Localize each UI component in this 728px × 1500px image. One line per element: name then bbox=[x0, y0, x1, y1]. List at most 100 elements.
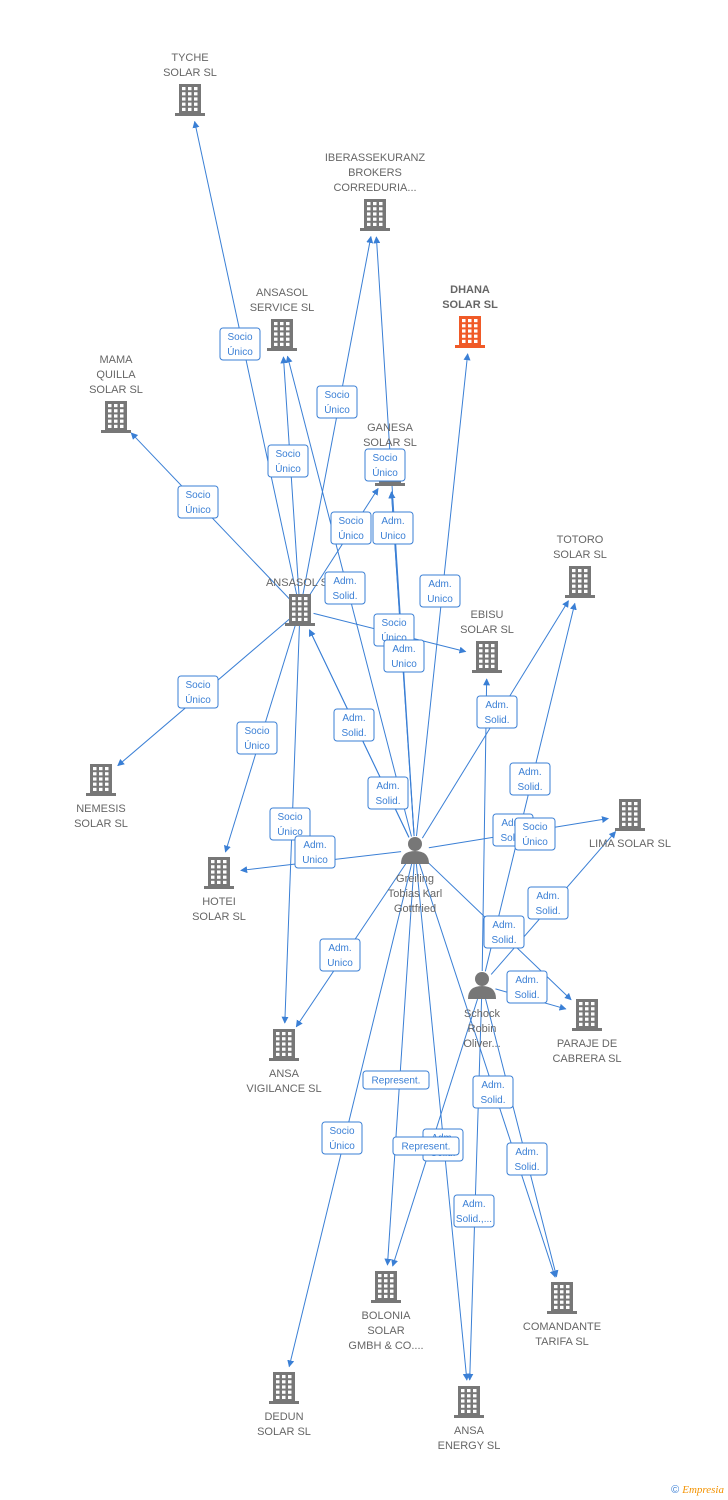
edge-label-text: Socio bbox=[338, 516, 363, 527]
edge-label-e10[interactable]: Adm.Unico bbox=[383, 639, 425, 673]
node-label-hotei: SOLAR SL bbox=[192, 911, 246, 923]
edge-label-text: Socio bbox=[185, 680, 210, 691]
edge-label-box bbox=[483, 915, 525, 949]
building-icon bbox=[565, 566, 595, 598]
edge-greiling-to-bolonia bbox=[384, 863, 415, 1266]
building-icon bbox=[572, 999, 602, 1031]
company-node-ansasol[interactable]: ANSASOL SL bbox=[266, 577, 334, 626]
edge-label-e8[interactable]: Adm.Solid. bbox=[324, 571, 366, 605]
edge-label-box bbox=[372, 511, 414, 545]
node-label-tyche: TYCHE bbox=[171, 52, 208, 64]
building-icon bbox=[267, 319, 297, 351]
edge-label-e7[interactable]: Adm.Unico bbox=[372, 511, 414, 545]
edge-label-box bbox=[527, 886, 569, 920]
edge-label-text: Solid. bbox=[491, 935, 516, 946]
edge-label-text: Adm. bbox=[515, 975, 538, 986]
node-label-dedun: SOLAR SL bbox=[257, 1426, 311, 1438]
company-node-iberassekuranz[interactable]: IBERASSEKURANZBROKERSCORREDURIA... bbox=[325, 152, 426, 231]
edge-label-e24[interactable]: Adm.Solid. bbox=[506, 970, 548, 1004]
edge-label-e9[interactable]: Adm.Unico bbox=[419, 574, 461, 608]
edge-label-text: Unico bbox=[391, 659, 417, 670]
edge-label-text: Socio bbox=[227, 332, 252, 343]
node-label-ansa-energy: ENERGY SL bbox=[438, 1440, 501, 1452]
node-label-dhana: SOLAR SL bbox=[442, 299, 498, 311]
edge-greiling-to-comandante bbox=[418, 863, 557, 1278]
edge-label-e20[interactable]: Adm.Solid. bbox=[527, 886, 569, 920]
edge-label-e25[interactable]: Adm. Unico bbox=[319, 938, 361, 972]
edge-label-text: Solid. bbox=[375, 796, 400, 807]
edge-label-box bbox=[453, 1194, 495, 1228]
edge-label-e32[interactable]: Adm.Solid. bbox=[506, 1142, 548, 1176]
edge-label-box bbox=[472, 1075, 514, 1109]
node-label-iberassekuranz: IBERASSEKURANZ bbox=[325, 152, 426, 164]
node-label-greiling: Tobias Karl bbox=[388, 888, 442, 900]
edge-label-box bbox=[294, 835, 336, 869]
edge-label-box bbox=[476, 695, 518, 729]
edge-label-text: Adm. bbox=[328, 943, 351, 954]
node-label-mama-quilla: MAMA bbox=[100, 354, 134, 366]
edge-label-text: Socio bbox=[381, 618, 406, 629]
node-label-comandante: TARIFA SL bbox=[535, 1336, 589, 1348]
person-node-schock[interactable]: SchockRobinOliver... bbox=[463, 972, 501, 1050]
edge-label-e29[interactable]: Adm.Solid. bbox=[472, 1075, 514, 1109]
edge-label-e31[interactable]: Adm.Solid.,... bbox=[453, 1194, 495, 1228]
node-label-greiling: Greiling bbox=[396, 873, 434, 885]
company-node-lima[interactable]: LIMA SOLAR SL bbox=[589, 799, 671, 850]
edge-label-box bbox=[319, 938, 361, 972]
company-node-mama-quilla[interactable]: MAMA QUILLA SOLAR SL bbox=[89, 354, 143, 433]
edge-label-e19[interactable]: Adm.Unico bbox=[294, 835, 336, 869]
edge-label-e15[interactable]: Adm.Solid. bbox=[367, 776, 409, 810]
edge-label-text: Represent. bbox=[402, 1142, 451, 1153]
edge-label-text: Solid. bbox=[500, 833, 525, 844]
building-icon bbox=[204, 857, 234, 889]
edge-label-e22[interactable]: Adm.Solid. bbox=[509, 762, 551, 796]
edge-label-e16[interactable]: Adm.Solid. bbox=[476, 695, 518, 729]
building-icon bbox=[371, 1271, 401, 1303]
edge-label-e23[interactable]: Adm.Solid. bbox=[483, 915, 525, 949]
node-label-ansasol: ANSASOL SL bbox=[266, 577, 334, 589]
node-label-mama-quilla: QUILLA bbox=[96, 369, 136, 381]
node-label-bolonia: SOLAR bbox=[367, 1325, 404, 1337]
brand-logo-text: Empresia bbox=[682, 1484, 724, 1496]
edge-label-e26[interactable]: Represent. bbox=[362, 1070, 430, 1090]
edge-label-text: Único bbox=[185, 503, 211, 516]
edge-label-box bbox=[330, 511, 372, 545]
edge-label-box bbox=[321, 1121, 363, 1155]
edge-label-text: Unico bbox=[327, 958, 353, 969]
edge-label-text: Solid. bbox=[332, 591, 357, 602]
building-icon bbox=[360, 199, 390, 231]
node-label-paraje: CABRERA SL bbox=[552, 1053, 621, 1065]
edge-label-box bbox=[324, 571, 366, 605]
edge-label-box bbox=[367, 776, 409, 810]
edge-label-e13[interactable]: Adm.Solid. bbox=[333, 708, 375, 742]
person-icon bbox=[401, 837, 429, 864]
edge-label-e30[interactable]: Represent. bbox=[392, 1136, 460, 1156]
node-label-mama-quilla: SOLAR SL bbox=[89, 384, 143, 396]
building-icon bbox=[472, 641, 502, 673]
